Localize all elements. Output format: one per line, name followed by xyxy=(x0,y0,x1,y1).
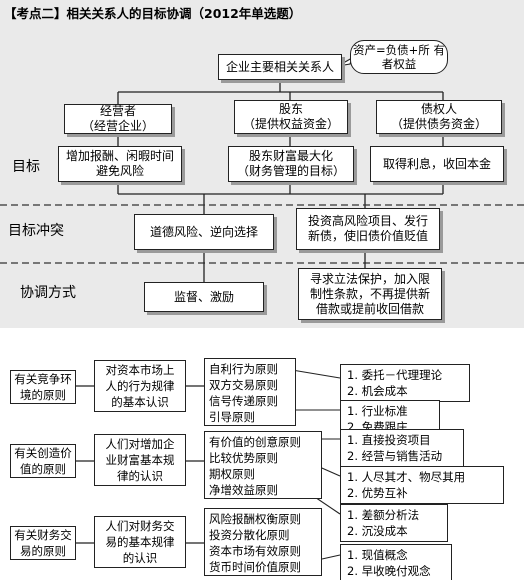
principle-item: 期权原则 xyxy=(209,467,255,481)
goal-shareholder-box: 股东财富最大化 （财务管理的目标） xyxy=(228,146,354,182)
stakeholder-coordination-diagram: 【考点二】相关关系人的目标协调（2012年单选题） 资产=负债+所 有者权益 企… xyxy=(0,0,524,328)
note-line: 2. 优势互补 xyxy=(347,486,408,500)
principle-item: 引导原则 xyxy=(209,410,255,424)
principle-item: 风险报酬权衡原则 xyxy=(209,512,301,526)
root-box: 企业主要相关关系人 xyxy=(218,54,342,80)
basis-box-competition: 对资本市场上 人的行为规律 的基本认识 xyxy=(94,360,186,412)
coord-creditor-box: 寻求立法保护，加入限 制性条款，不再提供新 借款或提前收回借款 xyxy=(298,268,442,320)
principle-item: 双方交易原则 xyxy=(209,378,278,392)
basis-box-value-creation: 人们对增加企 业财富基本规 律的认识 xyxy=(94,434,186,486)
stakeholder-sub: （提供权益资金） xyxy=(242,117,339,131)
financial-principles-diagram: 有关竞争环 境的原则 对资本市场上 人的行为规律 的基本认识 自利行为原则 双方… xyxy=(0,328,524,580)
note-line: 1. 差额分析法 xyxy=(347,508,420,522)
principle-item: 有价值的创意原则 xyxy=(209,435,301,449)
basis-box-financial-transactions: 人们对财务交 易的基本规律 的认识 xyxy=(94,516,186,568)
section-title: 【考点二】相关关系人的目标协调（2012年单选题） xyxy=(4,6,302,21)
row-label-conflict: 目标冲突 xyxy=(8,223,64,239)
principle-item: 货币时间价值原则 xyxy=(209,560,301,574)
stakeholder-name: 债权人 xyxy=(420,102,457,116)
conflict-creditor-box: 投资高风险项目、发行 新债，使旧债价值贬值 xyxy=(296,208,440,250)
stakeholder-name: 经营者 xyxy=(99,104,136,118)
stakeholder-name: 股东 xyxy=(278,102,303,116)
row-label-coordination: 协调方式 xyxy=(20,285,76,301)
stakeholder-sub: （经营企业） xyxy=(81,119,154,133)
stakeholder-creditor-box: 债权人 （提供债务资金） xyxy=(376,100,502,134)
stakeholder-manager-box: 经营者 （经营企业） xyxy=(64,104,172,134)
note-box: 1. 差额分析法 2. 沉没成本 xyxy=(340,504,448,542)
note-line: 1. 现值概念 xyxy=(347,548,408,562)
note-line: 1. 行业标准 xyxy=(347,404,408,418)
note-line: 1. 人尽其才、物尽其用 xyxy=(347,470,466,484)
principle-item: 净增效益原则 xyxy=(209,483,278,497)
category-box-competition: 有关竞争环 境的原则 xyxy=(10,370,76,404)
note-box: 1. 现值概念 2. 早收晚付观念 xyxy=(340,544,452,580)
conflict-manager-box: 道德风险、逆向选择 xyxy=(134,214,274,250)
note-line: 2. 机会成本 xyxy=(347,384,408,398)
balance-sheet-callout: 资产=负债+所 有者权益 xyxy=(350,40,448,74)
principle-list-competition: 自利行为原则 双方交易原则 信号传递原则 引导原则 xyxy=(204,358,296,426)
principle-item: 信号传递原则 xyxy=(209,394,278,408)
note-box: 1. 委托－代理理论 2. 机会成本 xyxy=(340,364,470,402)
category-box-financial-transactions: 有关财务交 易的原则 xyxy=(10,526,76,560)
note-line: 2. 经营与销售活动 xyxy=(347,449,443,463)
principle-item: 投资分散化原则 xyxy=(209,528,290,542)
note-line: 2. 早收晚付观念 xyxy=(347,564,431,578)
stakeholder-shareholder-box: 股东 （提供权益资金） xyxy=(234,100,348,134)
note-box: 1. 人尽其才、物尽其用 2. 优势互补 xyxy=(340,466,504,504)
note-line: 2. 沉没成本 xyxy=(347,524,408,538)
coord-manager-box: 监督、激励 xyxy=(144,282,264,312)
note-box: 1. 直接投资项目 2. 经营与销售活动 xyxy=(340,429,464,467)
principle-list-value-creation: 有价值的创意原则 比较优势原则 期权原则 净增效益原则 xyxy=(204,431,322,499)
note-line: 1. 委托－代理理论 xyxy=(347,368,443,382)
goal-creditor-box: 取得利息，收回本金 xyxy=(370,146,504,182)
note-line: 1. 直接投资项目 xyxy=(347,433,431,447)
principle-list-financial-transactions: 风险报酬权衡原则 投资分散化原则 资本市场有效原则 货币时间价值原则 xyxy=(204,508,322,576)
goal-manager-box: 增加报酬、闲暇时间 避免风险 xyxy=(58,146,182,182)
principle-item: 比较优势原则 xyxy=(209,451,278,465)
category-box-value-creation: 有关创造价 值的原则 xyxy=(10,444,76,478)
row-label-goal: 目标 xyxy=(12,159,40,175)
principle-item: 自利行为原则 xyxy=(209,362,278,376)
principle-item: 资本市场有效原则 xyxy=(209,544,301,558)
stakeholder-sub: （提供债务资金） xyxy=(390,117,487,131)
